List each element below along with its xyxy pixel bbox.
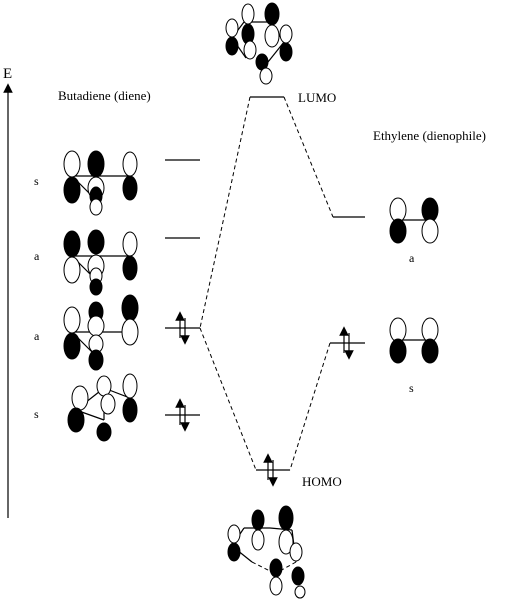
- butadiene-symmetry-psi4: s: [34, 174, 39, 188]
- level-homo-occupied: [256, 453, 290, 487]
- lumo-label: LUMO: [298, 90, 336, 105]
- butadiene-orbital-psi3: [63, 229, 138, 296]
- ethylene-symmetry-pistar: a: [409, 251, 415, 265]
- butadiene-orbital-psi2: [63, 294, 139, 371]
- ethylene-orbital-pi: [389, 317, 439, 364]
- level-ethylene-pi-occupied: [330, 326, 365, 360]
- butadiene-symmetry-psi3: a: [34, 249, 40, 263]
- ethylene-title: Ethylene (dienophile): [373, 128, 486, 143]
- product-orbital-lumo: [225, 2, 293, 85]
- butadiene-orbital-psi1: [67, 373, 138, 442]
- ethylene-orbital-pistar: [389, 197, 439, 244]
- energy-axis-label: E: [3, 66, 12, 82]
- ethylene-symmetry-pi: s: [409, 381, 414, 395]
- butadiene-symmetry-psi1: s: [34, 407, 39, 421]
- butadiene-symmetry-psi2: a: [34, 329, 40, 343]
- level-psi1-occupied: [165, 398, 200, 432]
- product-orbital-homo: [227, 505, 306, 599]
- homo-label: HOMO: [302, 474, 342, 489]
- level-psi2-occupied: [165, 311, 200, 345]
- butadiene-orbital-psi4: [63, 150, 138, 216]
- correlation-lines: [199, 96, 334, 471]
- energy-axis: E: [3, 66, 13, 518]
- butadiene-title: Butadiene (diene): [58, 88, 151, 103]
